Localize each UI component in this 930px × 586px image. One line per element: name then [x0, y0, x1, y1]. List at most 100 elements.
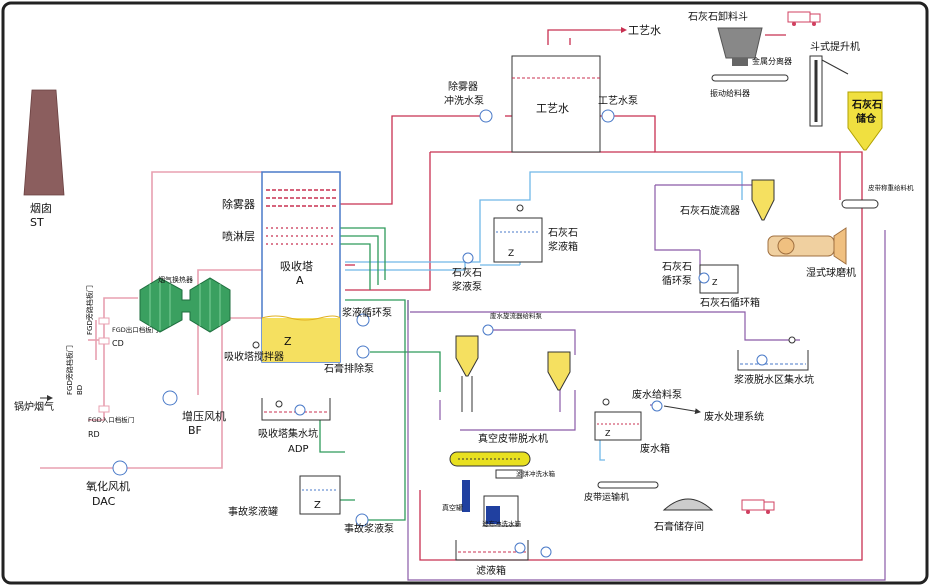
fgd-outlet-damper-code: CD — [112, 339, 124, 348]
booster-fan-code: BF — [188, 424, 202, 437]
filtrate-tank: 滤液箱 — [455, 540, 552, 577]
process-water-pump-label: 工艺水泵 — [598, 95, 638, 107]
gas-gas-heater: 烟气换热器 — [139, 275, 231, 333]
vibrating-feeder-label: 振动给料器 — [710, 88, 750, 98]
svg-text:Z: Z — [605, 429, 611, 438]
fgd-bypass-damper-code: BD — [76, 385, 84, 395]
fgd-outlet-damper-label: FGD出口档板门 — [112, 325, 158, 334]
slurry-circulation-pumps: 浆液循环泵 石膏排除泵 — [324, 306, 392, 375]
filtrate-tank-label: 滤液箱 — [476, 564, 506, 577]
filter-cloth-wash-tank-label: 滤饼冲洗水箱 — [516, 469, 556, 478]
absorber-label: 吸收塔 — [280, 259, 313, 273]
demister-label: 除雾器 — [222, 197, 255, 211]
purple-lines — [407, 184, 886, 581]
agitator-motor-icon — [252, 341, 260, 349]
slurry-dewater-sump: 浆液脱水区集水坑 — [734, 336, 814, 386]
process-water-tank: 工艺水 — [511, 55, 601, 153]
absorber-agitator-label: 吸收塔搅拌器 — [224, 350, 284, 363]
limestone-slurry-tank-label-2: 浆液箱 — [548, 240, 578, 253]
green-lines — [319, 227, 441, 521]
fgd-bypass-damper-label: FGD旁路档板门 — [65, 345, 74, 395]
process-water-tank-label: 工艺水 — [536, 102, 569, 115]
svg-text:Z: Z — [508, 249, 514, 259]
emergency-pump-label: 事故浆液泵 — [344, 522, 394, 535]
fgd-inlet-damper-code: RD — [88, 430, 100, 439]
flue-gas-inlet: 锅炉烟气 — [14, 395, 54, 413]
oxidation-fan-label: 氧化风机 — [86, 479, 130, 493]
belt-weigh-feeder-label: 皮带称重给料机 — [868, 183, 914, 192]
chimney: 烟囱 ST — [23, 89, 65, 229]
absorber-sump-label: 吸收塔集水坑 — [258, 427, 318, 440]
process-water-pump: 工艺水泵 — [598, 95, 638, 123]
vacuum-belt-filter-label: 真空皮带脱水机 — [478, 432, 548, 445]
slurry-circ-pump-label: 浆液循环泵 — [342, 306, 392, 319]
svg-text:Z: Z — [712, 278, 718, 287]
emergency-slurry-tank: Z 事故浆液罐 事故浆液泵 — [228, 475, 394, 535]
agitator-z: Z — [284, 335, 292, 348]
gypsum-storage-label: 石膏储存间 — [654, 520, 704, 533]
limestone-circ-pump-label-2: 循环泵 — [662, 274, 692, 287]
limestone-slurry-pump: 石灰石 浆液泵 — [452, 252, 482, 293]
wastewater-cyclones: 废水旋流器给料泵 — [455, 311, 571, 412]
bucket-elevator-label: 斗式提升机 — [810, 40, 860, 53]
limestone-circ-tank: Z 石灰石 循环泵 石灰石循环箱 — [662, 260, 760, 309]
wastewater-treatment-label: 废水处理系统 — [704, 410, 764, 423]
fgd-inlet-damper-label: FGD入口档板门 — [88, 415, 134, 424]
oxidation-fan: 氧化风机 DAC — [86, 460, 130, 508]
ggh-label: 烟气换热器 — [158, 275, 193, 284]
flue-gas-in-label: 锅炉烟气 — [14, 400, 54, 413]
absorber-code: A — [296, 274, 304, 287]
vacuum-belt-filter: 真空皮带脱水机 滤饼冲洗水箱 真空罐 滤布冲洗水箱 — [442, 432, 556, 528]
oxidation-fan-code: DAC — [92, 495, 116, 508]
limestone-unloading: 石灰石卸料斗 金属分离器 振动给料器 斗式提升机 — [688, 10, 860, 127]
fgd-outlet-damper-label-v: FGD旁路档板门 — [85, 285, 94, 335]
vacuum-tank-label: 真空罐 — [442, 503, 463, 512]
dampers — [98, 317, 110, 413]
limestone-silo-label-2: 储仓 — [855, 112, 877, 125]
limestone-circ-pump-label-1: 石灰石 — [662, 260, 692, 273]
limestone-silo-label-1: 石灰石 — [851, 98, 882, 111]
gypsum-conveyor: 皮带运输机 石膏储存间 — [584, 481, 775, 533]
limestone-slurry-tank-label-1: 石灰石 — [548, 226, 578, 239]
absorber-sump: 吸收塔集水坑 ADP — [258, 398, 331, 455]
gypsum-discharge-pump-label: 石膏排除泵 — [324, 362, 374, 375]
limestone-cyclone: 石灰石旋流器 — [680, 179, 775, 221]
limestone-cyclone-label: 石灰石旋流器 — [680, 204, 740, 217]
limestone-circ-tank-label: 石灰石循环箱 — [700, 296, 760, 309]
wastewater-cyclone-feed-pump-label: 废水旋流器给料泵 — [490, 311, 543, 320]
limestone-slurry-pump-label-2: 浆液泵 — [452, 280, 482, 293]
wet-ball-mill: 湿式球磨机 — [767, 227, 856, 279]
wet-ball-mill-label: 湿式球磨机 — [806, 266, 856, 279]
wastewater-feed-pump-label: 废水给料泵 — [632, 388, 682, 401]
belt-weigh-feeder: 皮带称重给料机 — [841, 183, 914, 209]
limestone-slurry-pump-label-1: 石灰石 — [452, 266, 482, 279]
wastewater-tank-label: 废水箱 — [640, 442, 670, 455]
belt-conveyor-label: 皮带运输机 — [584, 491, 629, 503]
chimney-code: ST — [30, 216, 44, 229]
gas-lines — [40, 171, 262, 469]
limestone-slurry-tank: Z 石灰石 浆液箱 — [493, 204, 578, 263]
slurry-dewater-sump-label: 浆液脱水区集水坑 — [734, 373, 814, 386]
absorber-tower: 吸收塔 A Z — [261, 171, 341, 363]
spray-layer-label: 喷淋层 — [222, 230, 255, 243]
slurry-lines — [340, 29, 863, 561]
demister-wash-pump-label-2: 冲洗水泵 — [444, 94, 484, 107]
svg-text:Z: Z — [314, 500, 321, 511]
metal-separator-label: 金属分离器 — [752, 56, 792, 66]
chimney-label: 烟囱 — [30, 201, 52, 215]
absorber-sump-code: ADP — [288, 444, 309, 455]
limestone-silo: 石灰石 储仓 — [847, 91, 883, 151]
process-water-out: 工艺水 — [610, 24, 661, 37]
emergency-tank-label: 事故浆液罐 — [228, 505, 278, 518]
demister-wash-pump-label-1: 除雾器 — [448, 80, 478, 93]
booster-fan-label: 增压风机 — [182, 409, 226, 423]
limestone-unload-hopper-label: 石灰石卸料斗 — [688, 10, 748, 23]
cloth-wash-tank-label: 滤布冲洗水箱 — [482, 519, 522, 528]
process-water-out-label: 工艺水 — [628, 24, 661, 37]
wastewater-tank: Z 废水箱 废水给料泵 废水处理系统 — [594, 388, 764, 455]
booster-fan: 增压风机 BF — [162, 390, 226, 437]
demister-wash-pump: 除雾器 冲洗水泵 — [444, 80, 493, 123]
